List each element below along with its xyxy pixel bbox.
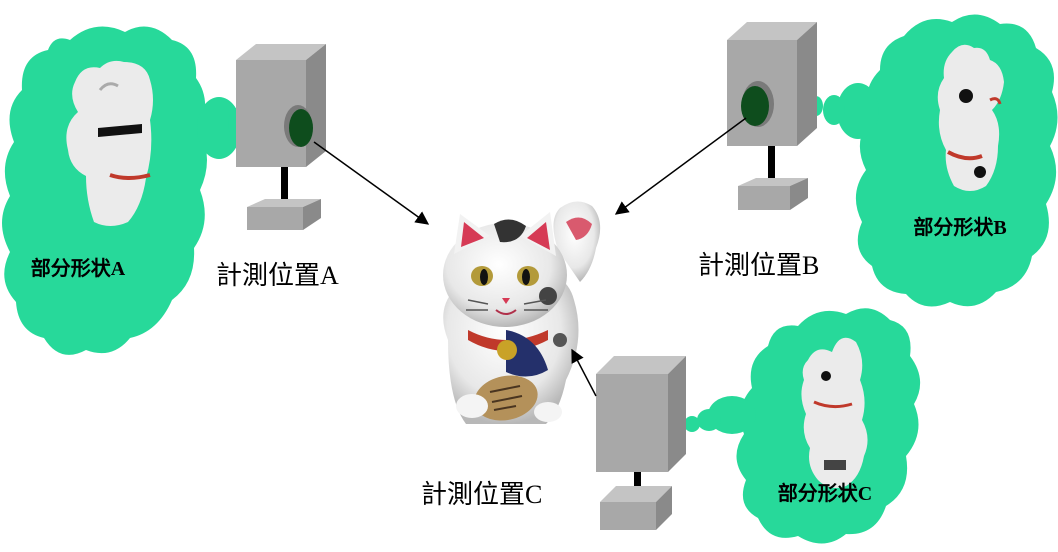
scanner-a-lens [289,109,313,147]
thought-bubbles-b [809,83,879,139]
partial-shape-a-label: 部分形状A [31,256,126,280]
partial-shape-b-figure [937,44,1004,191]
measurement-position-c-label: 計測位置C [421,480,542,509]
measurement-arrows [313,117,747,397]
thought-bubbles-c [684,396,756,434]
scanner-a [236,44,326,230]
thought-cloud-c: 部分形状C [736,308,921,544]
arrow-b [614,117,747,215]
measurement-position-a-label: 計測位置A [216,261,339,290]
partial-shape-c-figure [801,337,868,488]
scanner-b-lens [741,86,769,126]
maneki-neko-figurine [443,201,601,424]
partial-shape-c-label: 部分形状C [778,481,872,505]
thought-cloud-a: 部分形状A [2,26,207,355]
scanner-b [727,22,817,210]
measurement-position-b-label: 計測位置B [698,251,819,280]
partial-shape-b-label: 部分形状B [913,215,1006,239]
arrow-a [313,141,430,225]
scanner-c [596,356,686,530]
thought-cloud-b: 部分形状B [855,14,1058,307]
arrow-c [571,348,597,397]
partial-shape-a-figure [66,60,153,226]
